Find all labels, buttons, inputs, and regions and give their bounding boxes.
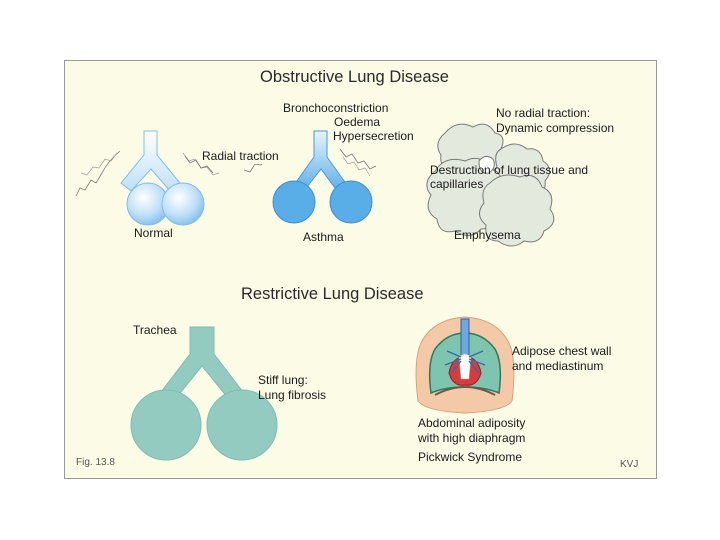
label-high-diaphragm: with high diaphragm [418, 431, 526, 445]
emphysema-lung-illustration [426, 123, 555, 247]
figure-number: Fig. 13.8 [76, 457, 115, 468]
figure-panel: Obstructive Lung Disease Restrictive Lun… [64, 60, 657, 479]
label-bronchoconstriction: Bronchoconstriction [283, 101, 389, 115]
label-no-radial-traction: No radial traction: [496, 106, 591, 120]
label-hypersecretion: Hypersecretion [333, 129, 414, 143]
restrictive-section-title: Restrictive Lung Disease [241, 285, 424, 303]
label-abdominal-adiposity: Abdominal adiposity [418, 416, 526, 430]
label-tissue-destruction: Destruction of lung tissue and [430, 163, 589, 177]
label-radial-traction: Radial traction [202, 149, 279, 164]
label-stiff-lung: Stiff lung: [258, 373, 308, 387]
label-mediastinum: and mediastinum [512, 359, 604, 373]
adipose-chest-illustration [415, 316, 515, 414]
asthma-lung-illustration [243, 130, 377, 224]
obstructive-section-title: Obstructive Lung Disease [260, 68, 449, 86]
label-capillaries: capillaries [430, 177, 484, 191]
label-lung-fibrosis: Lung fibrosis [258, 388, 327, 402]
label-trachea: Trachea [133, 323, 177, 337]
figure-credit: KVJ [620, 459, 639, 470]
label-dynamic-compression: Dynamic compression [496, 121, 615, 135]
normal-lung-illustration [75, 130, 220, 226]
label-normal: Normal [134, 226, 173, 240]
fibrosis-lung-illustration [130, 326, 278, 461]
label-asthma: Asthma [303, 230, 344, 244]
diagram-graphics [75, 123, 555, 461]
label-emphysema: Emphysema [454, 228, 521, 242]
label-adipose-chest-wall: Adipose chest wall [512, 344, 612, 358]
label-pickwick-syndrome: Pickwick Syndrome [418, 450, 523, 464]
label-oedema: Oedema [334, 115, 381, 129]
